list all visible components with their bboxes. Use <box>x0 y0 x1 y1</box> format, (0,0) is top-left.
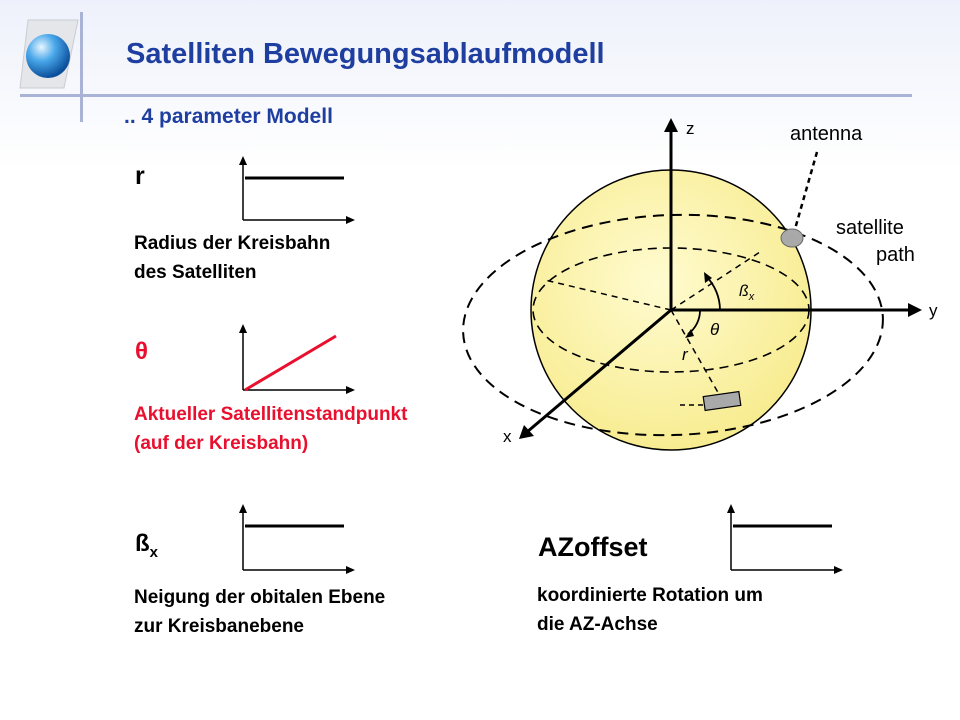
satellite-path-label-line1: satellite <box>836 217 904 239</box>
param-beta-desc-line1: Neigung der obitalen Ebene <box>134 587 386 608</box>
dashed-radius-r <box>670 309 721 397</box>
page-title: Satelliten Bewegungsablaufmodell <box>126 38 605 70</box>
header-horizontal-rule <box>20 94 912 97</box>
x-axis <box>526 308 672 434</box>
antenna-dish <box>780 228 804 248</box>
param-r-graph <box>239 156 355 224</box>
param-beta-graph <box>239 504 355 574</box>
beta-angle-arrow <box>704 272 712 283</box>
theta-angle-arrow <box>685 329 694 338</box>
param-beta-symbol-main: ß <box>135 530 150 557</box>
antenna-line <box>791 151 819 237</box>
dashed-radius-upper <box>670 251 761 311</box>
param-beta-symbol-sub: x <box>149 543 159 561</box>
param-azoffset-desc-line1: koordinierte Rotation um <box>537 585 763 606</box>
param-azoffset-graph <box>727 504 843 574</box>
r-radius-label: r <box>682 345 689 364</box>
param-azoffset-desc-line2: die AZ-Achse <box>537 614 658 635</box>
antenna-label: antenna <box>790 123 863 145</box>
param-r-desc-line2: des Satelliten <box>134 262 257 283</box>
header-vertical-rule <box>80 12 83 122</box>
x-axis-arrow <box>519 425 534 439</box>
satellite-path-ellipse <box>462 213 884 437</box>
param-beta-desc-line2: zur Kreisbanebene <box>134 616 304 637</box>
z-axis-label: z <box>686 119 695 138</box>
param-beta-symbol: ßx <box>135 530 158 561</box>
theta-angle-label: θ <box>710 320 720 339</box>
x-axis-label: x <box>503 427 512 446</box>
y-axis-label: y <box>929 301 938 320</box>
satellite-box <box>702 390 742 412</box>
logo <box>19 19 79 89</box>
z-axis-arrow <box>664 118 678 132</box>
param-beta-description: Neigung der obitalen Ebene zur Kreisbane… <box>134 583 385 641</box>
param-azoffset-description: koordinierte Rotation um die AZ-Achse <box>537 581 763 639</box>
beta-angle-label-sub: x <box>748 291 755 303</box>
param-theta-symbol: θ <box>135 338 148 365</box>
param-r-description: Radius der Kreisbahn des Satelliten <box>134 229 330 287</box>
page-subtitle: .. 4 parameter Modell <box>124 105 333 128</box>
param-theta-desc-line1: Aktueller Satellitenstandpunkt <box>134 404 408 425</box>
satellite-path-label-line2: path <box>876 244 915 266</box>
param-theta-desc-line2: (auf der Kreisbahn) <box>134 433 309 454</box>
y-axis-arrow <box>908 303 922 317</box>
beta-angle-label-main: ß <box>739 283 749 300</box>
param-theta-description: Aktueller Satellitenstandpunkt (auf der … <box>134 400 407 458</box>
beta-angle-label: ßx <box>739 283 755 303</box>
param-theta-graph <box>239 324 355 394</box>
param-azoffset-symbol: AZoffset <box>538 532 648 562</box>
param-r-symbol: r <box>135 162 145 190</box>
param-r-desc-line1: Radius der Kreisbahn <box>134 233 331 254</box>
